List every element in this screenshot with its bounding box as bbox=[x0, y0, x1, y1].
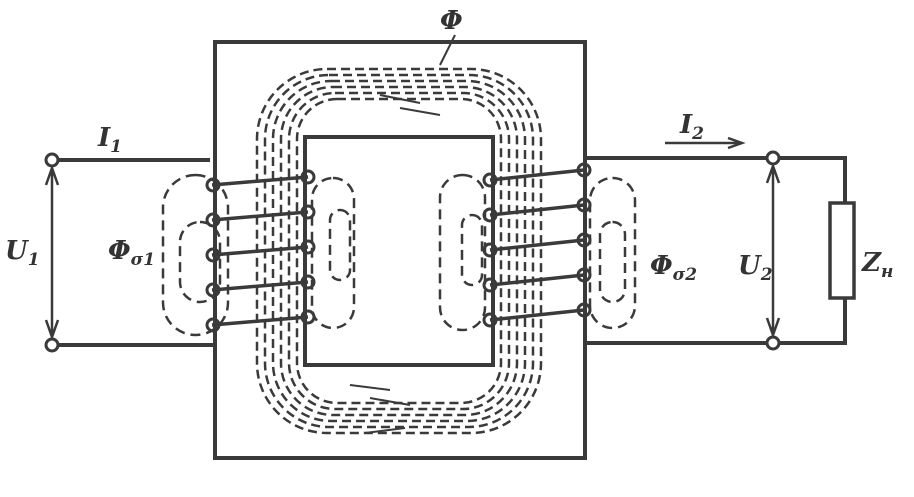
secondary-turn bbox=[489, 308, 585, 322]
u2-arrow bbox=[765, 162, 781, 339]
secondary-turn bbox=[489, 273, 585, 287]
primary-turn-end bbox=[205, 247, 221, 263]
primary-turn bbox=[211, 210, 309, 222]
secondary-turn-end bbox=[482, 312, 498, 328]
windings bbox=[205, 162, 592, 333]
secondary-turn-end bbox=[576, 162, 592, 178]
secondary-turn-end bbox=[482, 277, 498, 293]
u1-label: U1 bbox=[5, 236, 40, 270]
flux-arrow bbox=[349, 94, 441, 434]
primary-turn bbox=[211, 315, 309, 327]
load-resistor bbox=[828, 201, 856, 300]
secondary-turn bbox=[489, 168, 585, 182]
secondary-terminal-bottom[interactable] bbox=[765, 335, 781, 351]
secondary-wire-bottom bbox=[585, 298, 847, 345]
leakage-flux-loop bbox=[438, 173, 487, 332]
leakage-flux-loop bbox=[328, 208, 352, 282]
leakage-flux-1-label: Φσ1 bbox=[108, 236, 156, 270]
leakage-flux-lines bbox=[161, 173, 637, 337]
main-flux-lines bbox=[255, 67, 543, 435]
primary-turn bbox=[211, 280, 309, 292]
primary-turn-end bbox=[300, 274, 316, 290]
i2-label: I2 bbox=[680, 110, 705, 144]
leakage-flux-loop bbox=[161, 173, 230, 337]
flux-line bbox=[271, 79, 527, 423]
leakage-flux-loop bbox=[310, 176, 356, 330]
leakage-flux-2-label: Φσ2 bbox=[650, 251, 698, 285]
flux-label-leader bbox=[439, 34, 456, 66]
primary-turn-end bbox=[300, 204, 316, 220]
secondary-wire-top bbox=[585, 156, 847, 203]
primary-turn-end bbox=[300, 169, 316, 185]
primary-turn-end bbox=[300, 239, 316, 255]
leakage-flux-loop bbox=[598, 220, 627, 304]
flux-line bbox=[287, 91, 511, 411]
i2-arrow bbox=[665, 136, 746, 150]
secondary-turn-end bbox=[576, 302, 592, 318]
secondary-turn-end bbox=[482, 172, 498, 188]
u2-label: U2 bbox=[738, 251, 773, 285]
leakage-flux-loop bbox=[460, 213, 484, 287]
flux-line bbox=[295, 97, 503, 405]
primary-turn-end bbox=[205, 212, 221, 228]
secondary-turn bbox=[489, 203, 585, 217]
primary-turn bbox=[211, 245, 309, 257]
secondary-terminal-top[interactable] bbox=[765, 150, 781, 166]
main-flux-label: Φ bbox=[440, 6, 463, 36]
primary-terminal-top[interactable] bbox=[44, 152, 60, 168]
primary-turn bbox=[211, 175, 309, 187]
load-impedance-label: Zн bbox=[862, 248, 894, 282]
i1-label: I1 bbox=[98, 123, 123, 157]
leakage-flux-loop bbox=[178, 220, 222, 304]
primary-terminal-bottom[interactable] bbox=[44, 337, 60, 353]
u1-arrow bbox=[44, 164, 60, 341]
secondary-turn bbox=[489, 238, 585, 252]
leakage-flux-loop bbox=[588, 176, 637, 330]
